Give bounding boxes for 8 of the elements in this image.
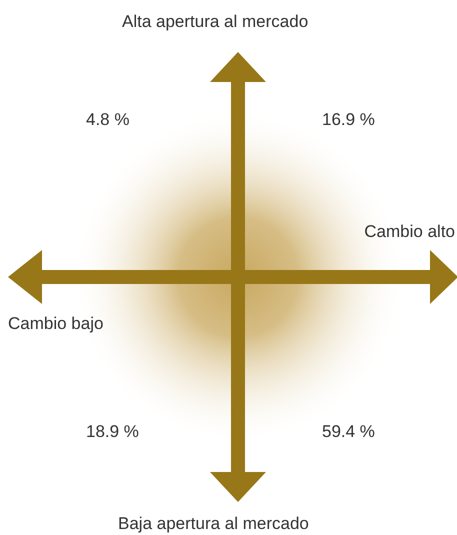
axis-label: Baja apertura al mercado — [118, 514, 309, 534]
percentage-value: 4.8 % — [86, 110, 130, 130]
percentage-value: 16.9 % — [322, 110, 375, 130]
axis-label: Cambio bajo — [8, 314, 104, 334]
percentage-value: 59.4 % — [322, 422, 375, 442]
percentage-value: 18.9 % — [86, 422, 139, 442]
axis-label: Alta apertura al mercado — [122, 12, 308, 32]
axis-label: Cambio alto — [364, 222, 455, 242]
